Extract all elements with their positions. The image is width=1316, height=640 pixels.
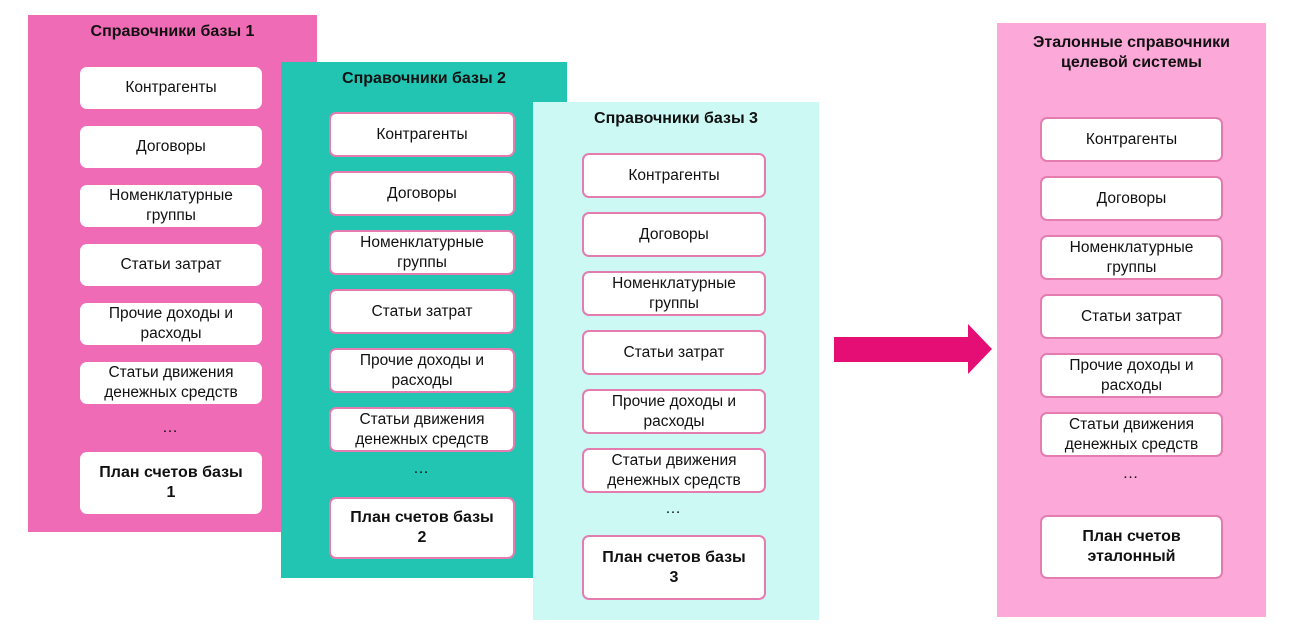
catalog-item: Контрагенты [582,153,766,198]
catalog-item: Контрагенты [329,112,515,157]
catalog-item: Контрагенты [80,67,262,109]
catalog-item: Номенклатурные группы [329,230,515,275]
catalog-item: Прочие доходы и расходы [329,348,515,393]
chart-of-accounts-box: План счетов базы 1 [80,452,262,514]
catalog-item: Номенклатурные группы [80,185,262,227]
chart-of-accounts-box: План счетов базы 3 [582,535,766,600]
catalog-item: Статьи затрат [1040,294,1223,339]
panel-title: Эталонные справочники целевой системы [1032,34,1231,71]
ellipsis: … [1122,465,1141,482]
chart-of-accounts-box: План счетов эталонный [1040,515,1223,579]
catalog-item: Договоры [80,126,262,168]
ellipsis: … [413,460,431,477]
catalog-item: Прочие доходы и расходы [80,303,262,345]
catalog-item: Договоры [582,212,766,257]
right-arrow-icon [834,324,992,374]
catalog-item: Статьи затрат [80,244,262,286]
catalog-item: Статьи затрат [329,289,515,334]
ellipsis: … [162,419,180,436]
catalog-item: Статьи движения денежных средств [582,448,766,493]
panel-title: Справочники базы 1 [90,23,255,40]
catalog-item: Статьи движения денежных средств [329,407,515,452]
catalog-item: Прочие доходы и расходы [582,389,766,434]
catalog-item: Прочие доходы и расходы [1040,353,1223,398]
catalog-item: Статьи затрат [582,330,766,375]
catalog-item: Статьи движения денежных средств [80,362,262,404]
catalog-item: Статьи движения денежных средств [1040,412,1223,457]
chart-of-accounts-box: План счетов базы 2 [329,497,515,559]
ellipsis: … [665,500,683,517]
catalog-item: Номенклатурные группы [582,271,766,316]
panel-title: Справочники базы 3 [594,110,758,127]
panel-title: Справочники базы 2 [342,70,506,87]
catalog-item: Контрагенты [1040,117,1223,162]
catalog-item: Договоры [329,171,515,216]
panel-target-system: Эталонные справочники целевой системы Ко… [997,23,1266,617]
catalog-item: Номенклатурные группы [1040,235,1223,280]
catalog-item: Договоры [1040,176,1223,221]
